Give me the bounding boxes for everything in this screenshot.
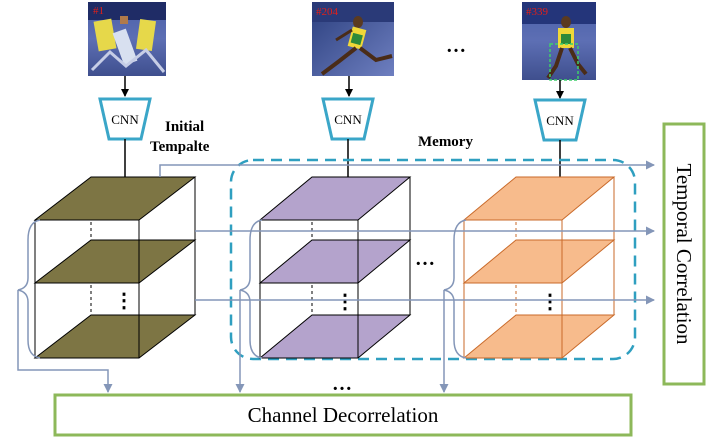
channel-braces [17,219,467,393]
cnn-label-3: CNN [546,113,574,128]
frame-label-339: #339 [526,6,549,18]
frame-thumbnail-204 [312,2,394,76]
memory-cube-orange [462,176,616,359]
channel-decorrelation-box [53,393,633,437]
template-layer-ellipsis: ⋮ [114,290,134,312]
template-cube [33,176,197,359]
cnn-label-2: CNN [334,112,362,127]
cnn-label-1: CNN [111,112,139,127]
cnn-block-2 [321,97,375,141]
memory-label: Memory [418,134,473,150]
temporal-correlation-box [662,122,706,386]
channel-decorrelation-label: Channel Decorrelation [248,403,439,427]
temporal-connections [159,160,655,305]
bottom-ellipsis: … [332,373,352,395]
memory-ellipsis: … [415,248,435,270]
frame-label-1: #1 [93,5,104,17]
cnn-block-1 [98,97,152,141]
frame-thumbnail-339 [522,2,596,81]
memory-region [229,158,637,361]
frame-label-204: #204 [316,6,339,18]
frames-ellipsis: … [446,35,466,57]
memory-cube-purple [258,176,412,359]
orange-layer-ellipsis: ⋮ [540,291,560,313]
frame-thumbnail-1 [88,2,166,76]
initial-template-label-line1: Initial [165,119,204,135]
purple-layer-ellipsis: ⋮ [335,291,355,313]
temporal-correlation-label: Temporal Correlation [672,163,696,345]
cnn-block-3 [533,98,587,142]
initial-template-label-line2: Tempalte [150,139,210,155]
